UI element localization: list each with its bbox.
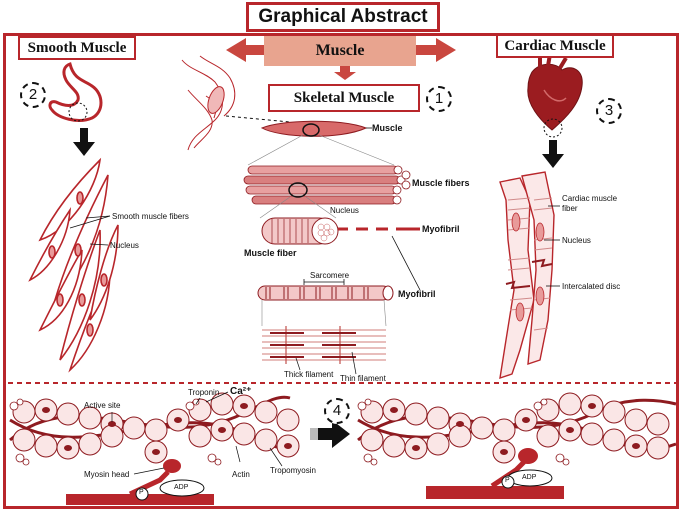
label-troponin: Troponin [188,388,220,397]
actin-filament-left [9,392,300,466]
step-number-3: 3 [596,98,622,124]
label-p-right: P [505,477,510,484]
outer-frame [3,33,679,509]
label-sarcomere: Sarcomere [310,271,350,280]
label-myosin-head: Myosin head [84,470,130,479]
myofibril-strand [338,227,420,231]
horizontal-double-arrow [226,38,456,62]
zoom-lines-myofibril [261,299,387,327]
muscle-fiber-cylinder [261,217,339,245]
label-myofibril-bottom: Myofibril [398,289,436,299]
label-myofibril-top: Myofibril [422,224,460,234]
step-number-4: 4 [324,398,350,424]
muscle-fibers-bundle [243,165,411,205]
myofibril-banded [257,279,394,301]
label-cardiac-fiber-1: Cardiac muscle [562,194,618,203]
label-tropomyosin: Tropomyosin [270,466,316,475]
label-active-site: Active site [84,401,121,410]
label-actin: Actin [232,470,250,479]
label-smooth-nucleus: Nucleus [110,241,139,250]
label-muscle: Muscle [372,123,403,133]
zoom-lines-muscle [247,134,395,166]
cardiac-label-leaders [544,205,560,287]
label-intercalated-disc: Intercalated disc [562,282,621,291]
smooth-label-leaders [69,215,111,246]
step-number-1: 1 [426,86,452,112]
myofibril-leader [391,235,421,291]
arm-sketch [181,55,236,151]
transition-arrow [310,420,350,448]
label-calcium: Ca²⁺ [230,386,252,397]
filament-array [262,326,386,364]
filament-leaders [295,351,357,375]
down-arrow-to-skeletal [334,66,356,80]
myosin-right [426,448,564,499]
graphical-abstract-title: Graphical Abstract [246,2,440,32]
label-cardiac-fiber-2: fiber [562,204,578,213]
arm-to-muscle-leader [225,115,291,123]
skeletal-muscle-header: Skeletal Muscle [268,84,420,112]
label-adp-left: ADP [174,484,189,491]
left-leaders [111,391,283,475]
stomach-illustration [48,62,103,122]
label-muscle-fibers: Muscle fibers [412,178,470,188]
actin-filament-right [357,392,677,466]
label-cardiac-nucleus: Nucleus [562,236,591,245]
muscle-header: Muscle [264,36,416,66]
myosin-left [66,459,214,505]
label-muscle-fiber: Muscle fiber [244,248,297,258]
down-arrow-cardiac [542,140,564,168]
label-nucleus-skeletal: Nucleus [330,206,359,215]
label-smooth-fibers: Smooth muscle fibers [112,212,189,221]
skeletal-muscle-belly [260,120,372,137]
label-thick-filament: Thick filament [284,370,334,379]
label-p-left: P [139,489,144,496]
heart-illustration [527,53,583,138]
step-number-2: 2 [20,82,46,108]
smooth-muscle-header: Smooth Muscle [18,36,136,60]
zoom-lines-fibers [259,196,337,219]
cardiac-muscle-header: Cardiac Muscle [496,34,614,58]
smooth-muscle-fibers [28,157,119,373]
down-arrow-smooth [73,128,95,156]
label-thin-filament: Thin filament [340,374,386,383]
label-adp-right: ADP [522,474,537,481]
cardiac-muscle-fibers [499,171,555,380]
